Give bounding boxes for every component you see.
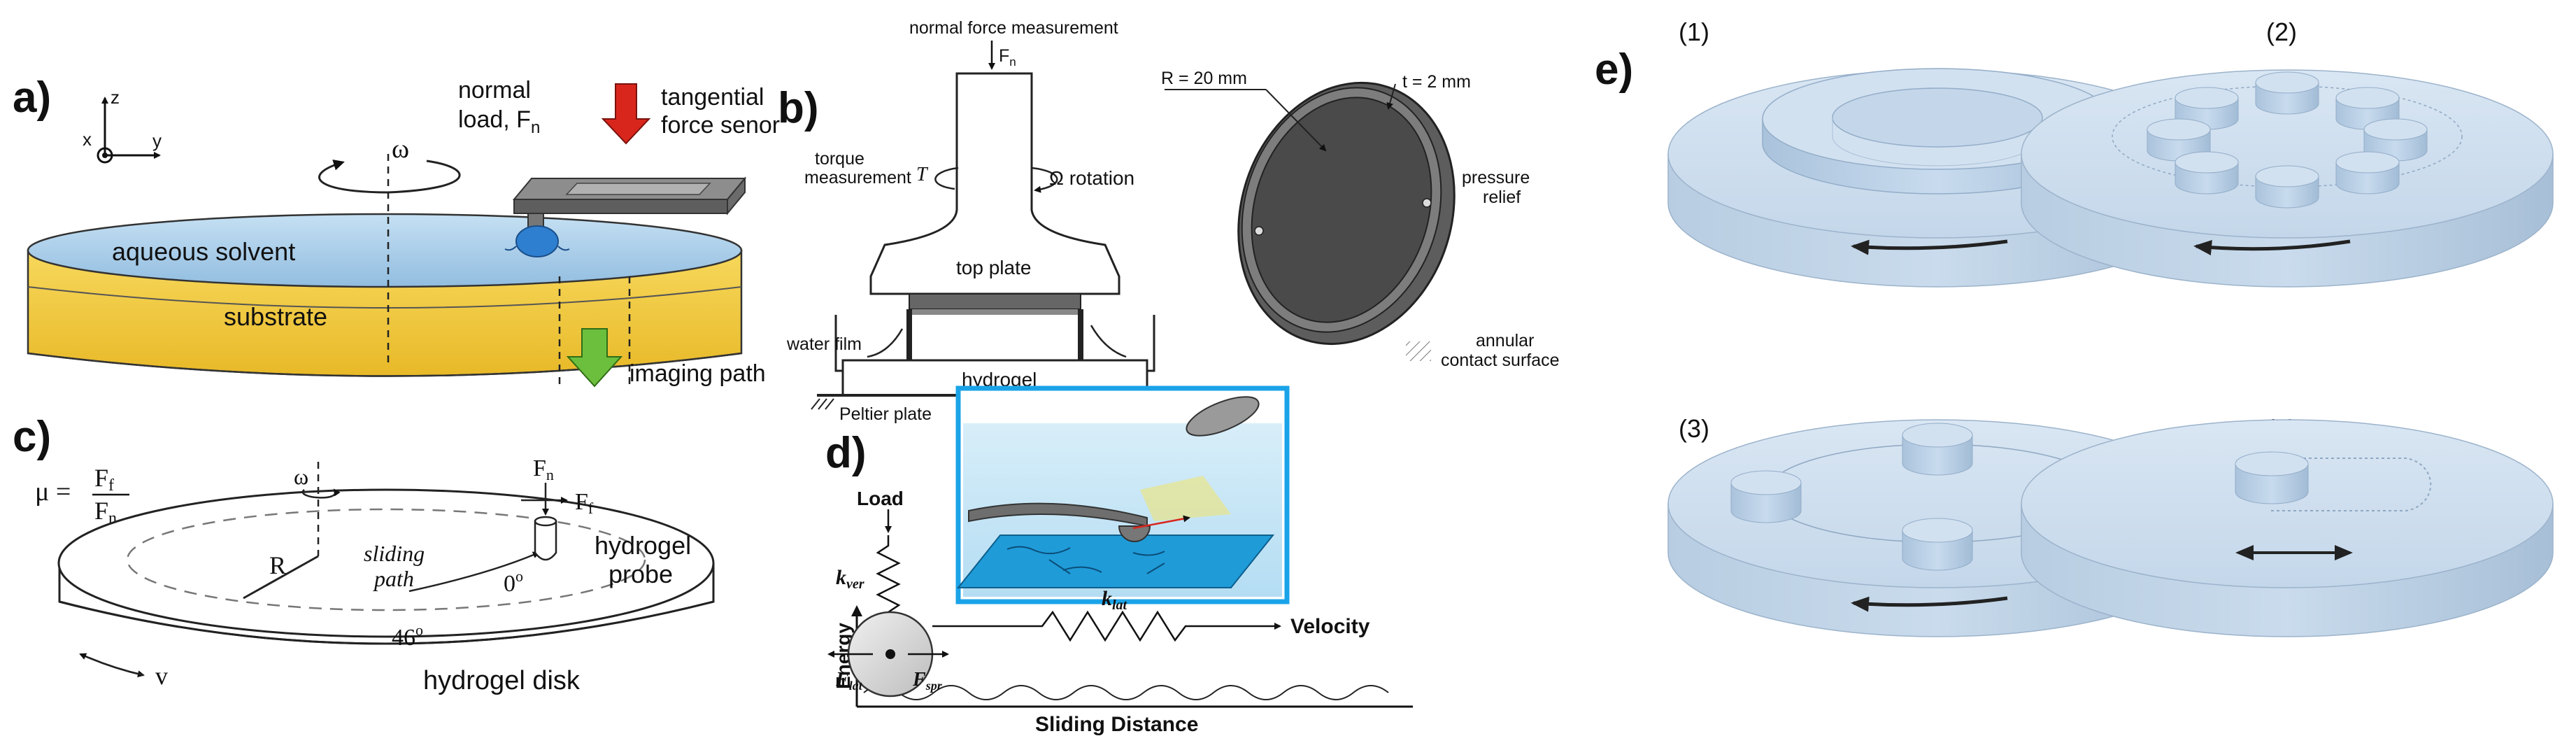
normal-load-line1: normal: [458, 77, 531, 104]
normal-load-line2: load, Fn: [458, 106, 540, 137]
fn-c-label: Fn: [533, 455, 554, 483]
disk-4: (4): [2021, 414, 2554, 637]
thickness-label: t = 2 mm: [1402, 72, 1471, 92]
sliding-line1: sliding: [364, 541, 425, 566]
panel-e-label: e): [1595, 45, 1633, 94]
omega-label: ω: [392, 134, 409, 164]
tangential-line2: force senor: [661, 112, 780, 139]
panel-b: b) normal force measurement Fn top plate…: [778, 18, 1560, 424]
panel-a-label: a): [13, 73, 51, 122]
pressure-hole: [1422, 198, 1432, 208]
top-plate-bar: [909, 293, 1081, 310]
torque-line2: measurement: [804, 168, 911, 187]
imaging-label: imaging path: [629, 360, 766, 387]
hatch-legend-icon: [1406, 341, 1431, 361]
pads-2: [2147, 71, 2428, 208]
velocity-arrow-icon: [79, 653, 144, 677]
probe-line1: hydrogel: [595, 531, 691, 560]
inset-frame: [955, 385, 1290, 604]
vertical-spring: [876, 535, 901, 630]
panel-a: a) z y x ω aqueous solvent substrate: [13, 73, 780, 388]
torque-line1: torque: [815, 149, 864, 169]
axis-z-label: z: [111, 87, 120, 108]
rotation-label-b: Ω rotation: [1049, 167, 1134, 189]
radius-label: R = 20 mm: [1161, 69, 1247, 88]
omega-c-label: ω: [294, 464, 308, 489]
panel-b-label: b): [778, 84, 819, 132]
peltier-label: Peltier plate: [839, 404, 932, 424]
k-lat-label: klat: [1102, 587, 1128, 613]
solvent-label: aqueous solvent: [112, 237, 295, 266]
imaging-arrow-icon: [566, 328, 623, 388]
rotation-arrow-icon: [318, 160, 461, 194]
rotation-arrow-c-icon: [301, 488, 341, 499]
axes-icon: z y x: [83, 87, 162, 164]
annular-ring: [1237, 81, 1456, 346]
annular-line2: contact surface: [1441, 351, 1560, 370]
normal-load-arrow-icon: [601, 83, 651, 145]
mu-label: μ =: [35, 477, 71, 507]
dish: [27, 154, 743, 388]
f-spr-label: Fspr: [912, 669, 943, 693]
load-label: Load: [857, 488, 904, 509]
ff-c-label: Ff: [575, 489, 594, 517]
annular-line1: annular: [1476, 331, 1534, 351]
k-ver-label: kver: [836, 566, 864, 592]
panel-d: d) Load kver Energy Sliding Distance F: [825, 385, 1413, 736]
top-plate-label: top plate: [956, 257, 1031, 278]
disk-label: hydrogel disk: [423, 666, 581, 695]
lateral-spring: [932, 610, 1238, 642]
sliding-path-ring: [126, 508, 646, 611]
axis-y-label: y: [152, 130, 162, 151]
sub-label-2: (2): [2266, 17, 2297, 46]
velocity-label: Velocity: [1290, 615, 1370, 638]
sub-label-1: (1): [1679, 17, 1709, 46]
pressure-line1: pressure: [1462, 168, 1530, 187]
angle46-label: 46o: [392, 621, 423, 651]
mu-num: Ff: [94, 464, 114, 495]
normal-force-label: normal force measurement: [909, 18, 1118, 38]
rheometer-head: [869, 72, 1120, 360]
hydrogel-probe: [515, 225, 559, 257]
panel-c: c) μ = Ff Fn ω R sliding path 0o 46o Fn: [13, 413, 715, 695]
fn-label-b: Fn: [999, 46, 1016, 69]
axis-x-label: x: [83, 129, 92, 150]
angle0-label: 0o: [504, 567, 523, 597]
water-film-label: water film: [786, 334, 862, 354]
probe-line2: probe: [609, 560, 673, 588]
substrate-label: substrate: [224, 302, 327, 331]
rotation-arrow-e3-icon: [1851, 596, 2008, 612]
energy-curve: [863, 685, 1389, 700]
r-label: R: [269, 551, 286, 579]
tangential-line1: tangential: [661, 84, 764, 111]
rotation-arrow-e1-icon: [1851, 239, 2008, 255]
sliding-distance-label: Sliding Distance: [1035, 713, 1198, 736]
v-label: v: [155, 662, 168, 690]
rotation-arrow-e2-icon: [2193, 239, 2351, 255]
disk-2: (2): [2021, 17, 2554, 288]
hydrogel-probe-c: [521, 483, 568, 561]
sub-label-3: (3): [1679, 414, 1709, 443]
ground-hatch-icon: [811, 398, 834, 410]
tangential-force-sensor: [512, 176, 747, 234]
panel-e: e) (1) (2): [1595, 17, 2554, 637]
f-lat-label: Flat: [835, 669, 863, 693]
pressure-line2: relief: [1483, 187, 1521, 207]
panel-c-label: c): [13, 413, 51, 461]
torque-symbol: T: [916, 164, 929, 185]
sliding-line2: path: [373, 566, 414, 591]
panel-d-label: d): [825, 429, 867, 477]
